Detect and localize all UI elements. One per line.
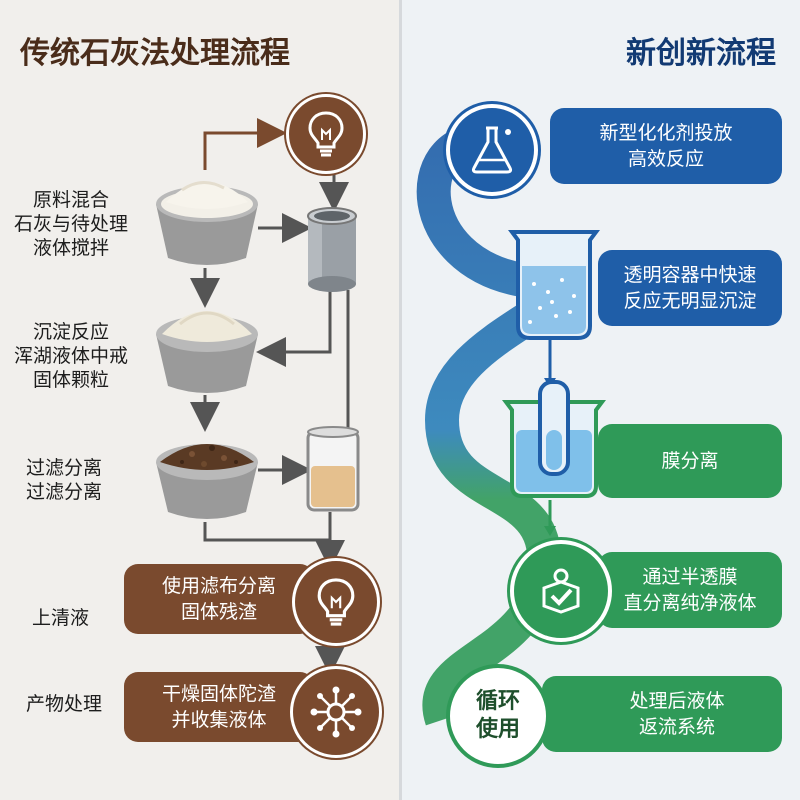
step-filtering-line2: 过滤分离 <box>26 481 103 503</box>
innovative-process-panel: 新创新流程 新型化化剂投放 高效反应 透明容器中快速 反应无 <box>402 0 800 800</box>
step-label-settling: 沉淀反应 浑湖液体中戒 固体颗粒 <box>14 320 128 392</box>
mixing-cylinder <box>307 207 357 292</box>
catalyst-line1: 新型化化剂投放 <box>599 122 733 144</box>
connector-bowl-to-bulb <box>203 118 287 170</box>
filter-cloth-line1: 使用滤布分离 <box>161 575 276 597</box>
transparent-reaction-box: 透明容器中快速 反应无明显沉淀 <box>598 250 782 326</box>
dry-collect-line2: 并收集液体 <box>171 709 267 731</box>
lightbulb-icon <box>308 111 344 157</box>
membrane-beaker <box>502 380 606 498</box>
membrane-separation-box: 膜分离 <box>598 424 782 498</box>
step-label-filtering: 过滤分离 过滤分离 <box>26 456 102 504</box>
reaction-beaker <box>508 230 600 340</box>
semi-permeable-line2: 直分离纯净液体 <box>623 592 757 614</box>
check-node <box>510 540 612 642</box>
innovative-process-title: 新创新流程 <box>626 36 776 71</box>
catalyst-dosing-box: 新型化化剂投放 高效反应 <box>550 108 782 184</box>
filtrate-beaker <box>306 426 360 512</box>
dry-collect-box: 干燥固体陀渣 并收集液体 <box>124 672 314 742</box>
semi-permeable-line1: 通过半透膜 <box>642 566 738 588</box>
mixing-bowl-white-powder <box>156 181 258 265</box>
product-handling-label: 产物处理 <box>26 693 103 715</box>
flask-icon <box>471 126 513 174</box>
supernatant-label: 上清液 <box>32 607 90 629</box>
recycle-line1: 循环 <box>475 689 520 714</box>
step-settling-line1: 沉淀反应 <box>33 321 110 343</box>
user-check-icon <box>542 568 580 614</box>
step-label-mixing: 原料混合 石灰与待处理 液体搅拌 <box>14 188 128 260</box>
step-settling-line2: 浑湖液体中戒 <box>14 345 129 367</box>
filter-cloth-box: 使用滤布分离 固体残渣 <box>124 564 314 634</box>
lightbulb-icon <box>317 578 355 626</box>
step-filtering-line1: 过滤分离 <box>26 457 103 479</box>
lightbulb-node-top <box>286 94 366 174</box>
reflux-line2: 返流系统 <box>638 716 715 738</box>
recycle-line2: 使用 <box>475 717 520 742</box>
transparent-line1: 透明容器中快速 <box>623 264 757 286</box>
recycle-node: 循环 使用 <box>446 664 550 768</box>
dry-collect-line1: 干燥固体陀渣 <box>161 683 276 705</box>
connector-cup-to-bowl2 <box>256 290 332 367</box>
transparent-line2: 反应无明显沉淀 <box>623 290 757 312</box>
step-mixing-line2: 石灰与待处理 <box>14 213 129 235</box>
filter-cloth-line2: 固体残渣 <box>180 601 257 623</box>
step-settling-line3: 固体颗粒 <box>33 369 110 391</box>
step-mixing-line1: 原料混合 <box>33 189 110 211</box>
reflux-box: 处理后液体 返流系统 <box>542 676 782 752</box>
network-node <box>290 666 382 758</box>
semi-permeable-box: 通过半透膜 直分离纯净液体 <box>598 552 782 628</box>
flask-node <box>446 104 538 196</box>
membrane-line1: 膜分离 <box>661 450 719 472</box>
panel-divider <box>399 0 403 800</box>
traditional-flow-connectors <box>190 118 350 676</box>
traditional-process-panel: 传统石灰法处理流程 <box>14 36 382 758</box>
filter-bowl-residue <box>156 444 258 519</box>
lightbulb-node-bottom <box>292 558 380 646</box>
traditional-process-title: 传统石灰法处理流程 <box>20 36 290 71</box>
settling-bowl-powder <box>156 311 258 393</box>
catalyst-line2: 高效反应 <box>627 148 704 170</box>
molecule-network-icon <box>310 686 362 738</box>
step-mixing-line3: 液体搅拌 <box>33 237 110 259</box>
reflux-line1: 处理后液体 <box>629 690 725 712</box>
connector-bowl3-down <box>203 522 345 570</box>
